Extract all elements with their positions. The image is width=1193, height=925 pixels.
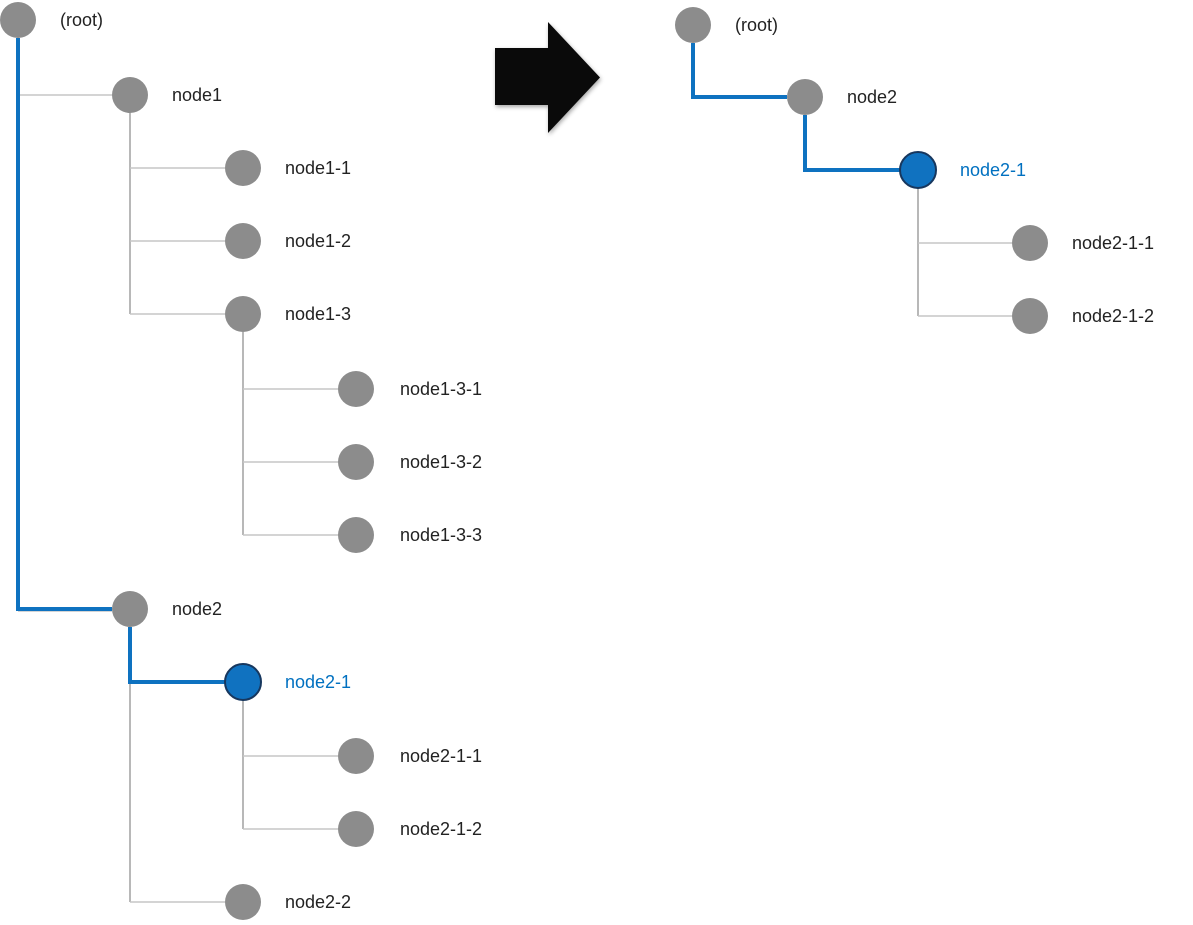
right-tree: (root) node2 node2-1 node2-1-1 node2-1-2: [675, 7, 1154, 334]
left-tree: (root) node1 node1-1 node1-2 node1-3 nod…: [0, 2, 482, 920]
highlight-path-node2-node2-1: [128, 627, 225, 684]
node-circle-root: [0, 2, 36, 38]
node-label-node2-2: node2-2: [285, 892, 351, 912]
node-label-node1-3-1: node1-3-1: [400, 379, 482, 399]
node-circle-r-node2-1-2: [1012, 298, 1048, 334]
node-label-node2-1-selected: node2-1: [285, 672, 351, 692]
node-label-r-node2-1-selected: node2-1: [960, 160, 1026, 180]
node-circle-node2-1-1: [338, 738, 374, 774]
node-label-node1-3-3: node1-3-3: [400, 525, 482, 545]
node-label-r-node2-1-1: node2-1-1: [1072, 233, 1154, 253]
node-label-node1-3: node1-3: [285, 304, 351, 324]
node-circle-node1-3-3: [338, 517, 374, 553]
node-circle-node1-3: [225, 296, 261, 332]
highlight-path-r-root-node2: [691, 43, 787, 99]
node-circle-node2-2: [225, 884, 261, 920]
node-circle-node2: [112, 591, 148, 627]
node-circle-node2-1-selected: [224, 663, 262, 701]
node-label-node2: node2: [172, 599, 222, 619]
node-label-r-node2: node2: [847, 87, 897, 107]
highlight-path-r-node2-node2-1: [803, 115, 900, 172]
node-circle-node1-3-1: [338, 371, 374, 407]
node-circle-node1-2: [225, 223, 261, 259]
node-circle-node1: [112, 77, 148, 113]
transform-arrow-icon: [495, 22, 600, 133]
node-label-r-root: (root): [735, 15, 778, 35]
highlight-path-root-node2: [16, 38, 112, 611]
node-circle-r-node2: [787, 79, 823, 115]
node-circle-node2-1-2: [338, 811, 374, 847]
node-circle-r-node2-1-1: [1012, 225, 1048, 261]
node-label-node1-3-2: node1-3-2: [400, 452, 482, 472]
node-label-node2-1-1: node2-1-1: [400, 746, 482, 766]
node-label-root: (root): [60, 10, 103, 30]
node-label-node1-2: node1-2: [285, 231, 351, 251]
node-circle-node1-3-2: [338, 444, 374, 480]
node-label-r-node2-1-2: node2-1-2: [1072, 306, 1154, 326]
node-circle-r-node2-1-selected: [899, 151, 937, 189]
node-label-node1: node1: [172, 85, 222, 105]
node-circle-node1-1: [225, 150, 261, 186]
node-label-node1-1: node1-1: [285, 158, 351, 178]
node-label-node2-1-2: node2-1-2: [400, 819, 482, 839]
node-circle-r-root: [675, 7, 711, 43]
